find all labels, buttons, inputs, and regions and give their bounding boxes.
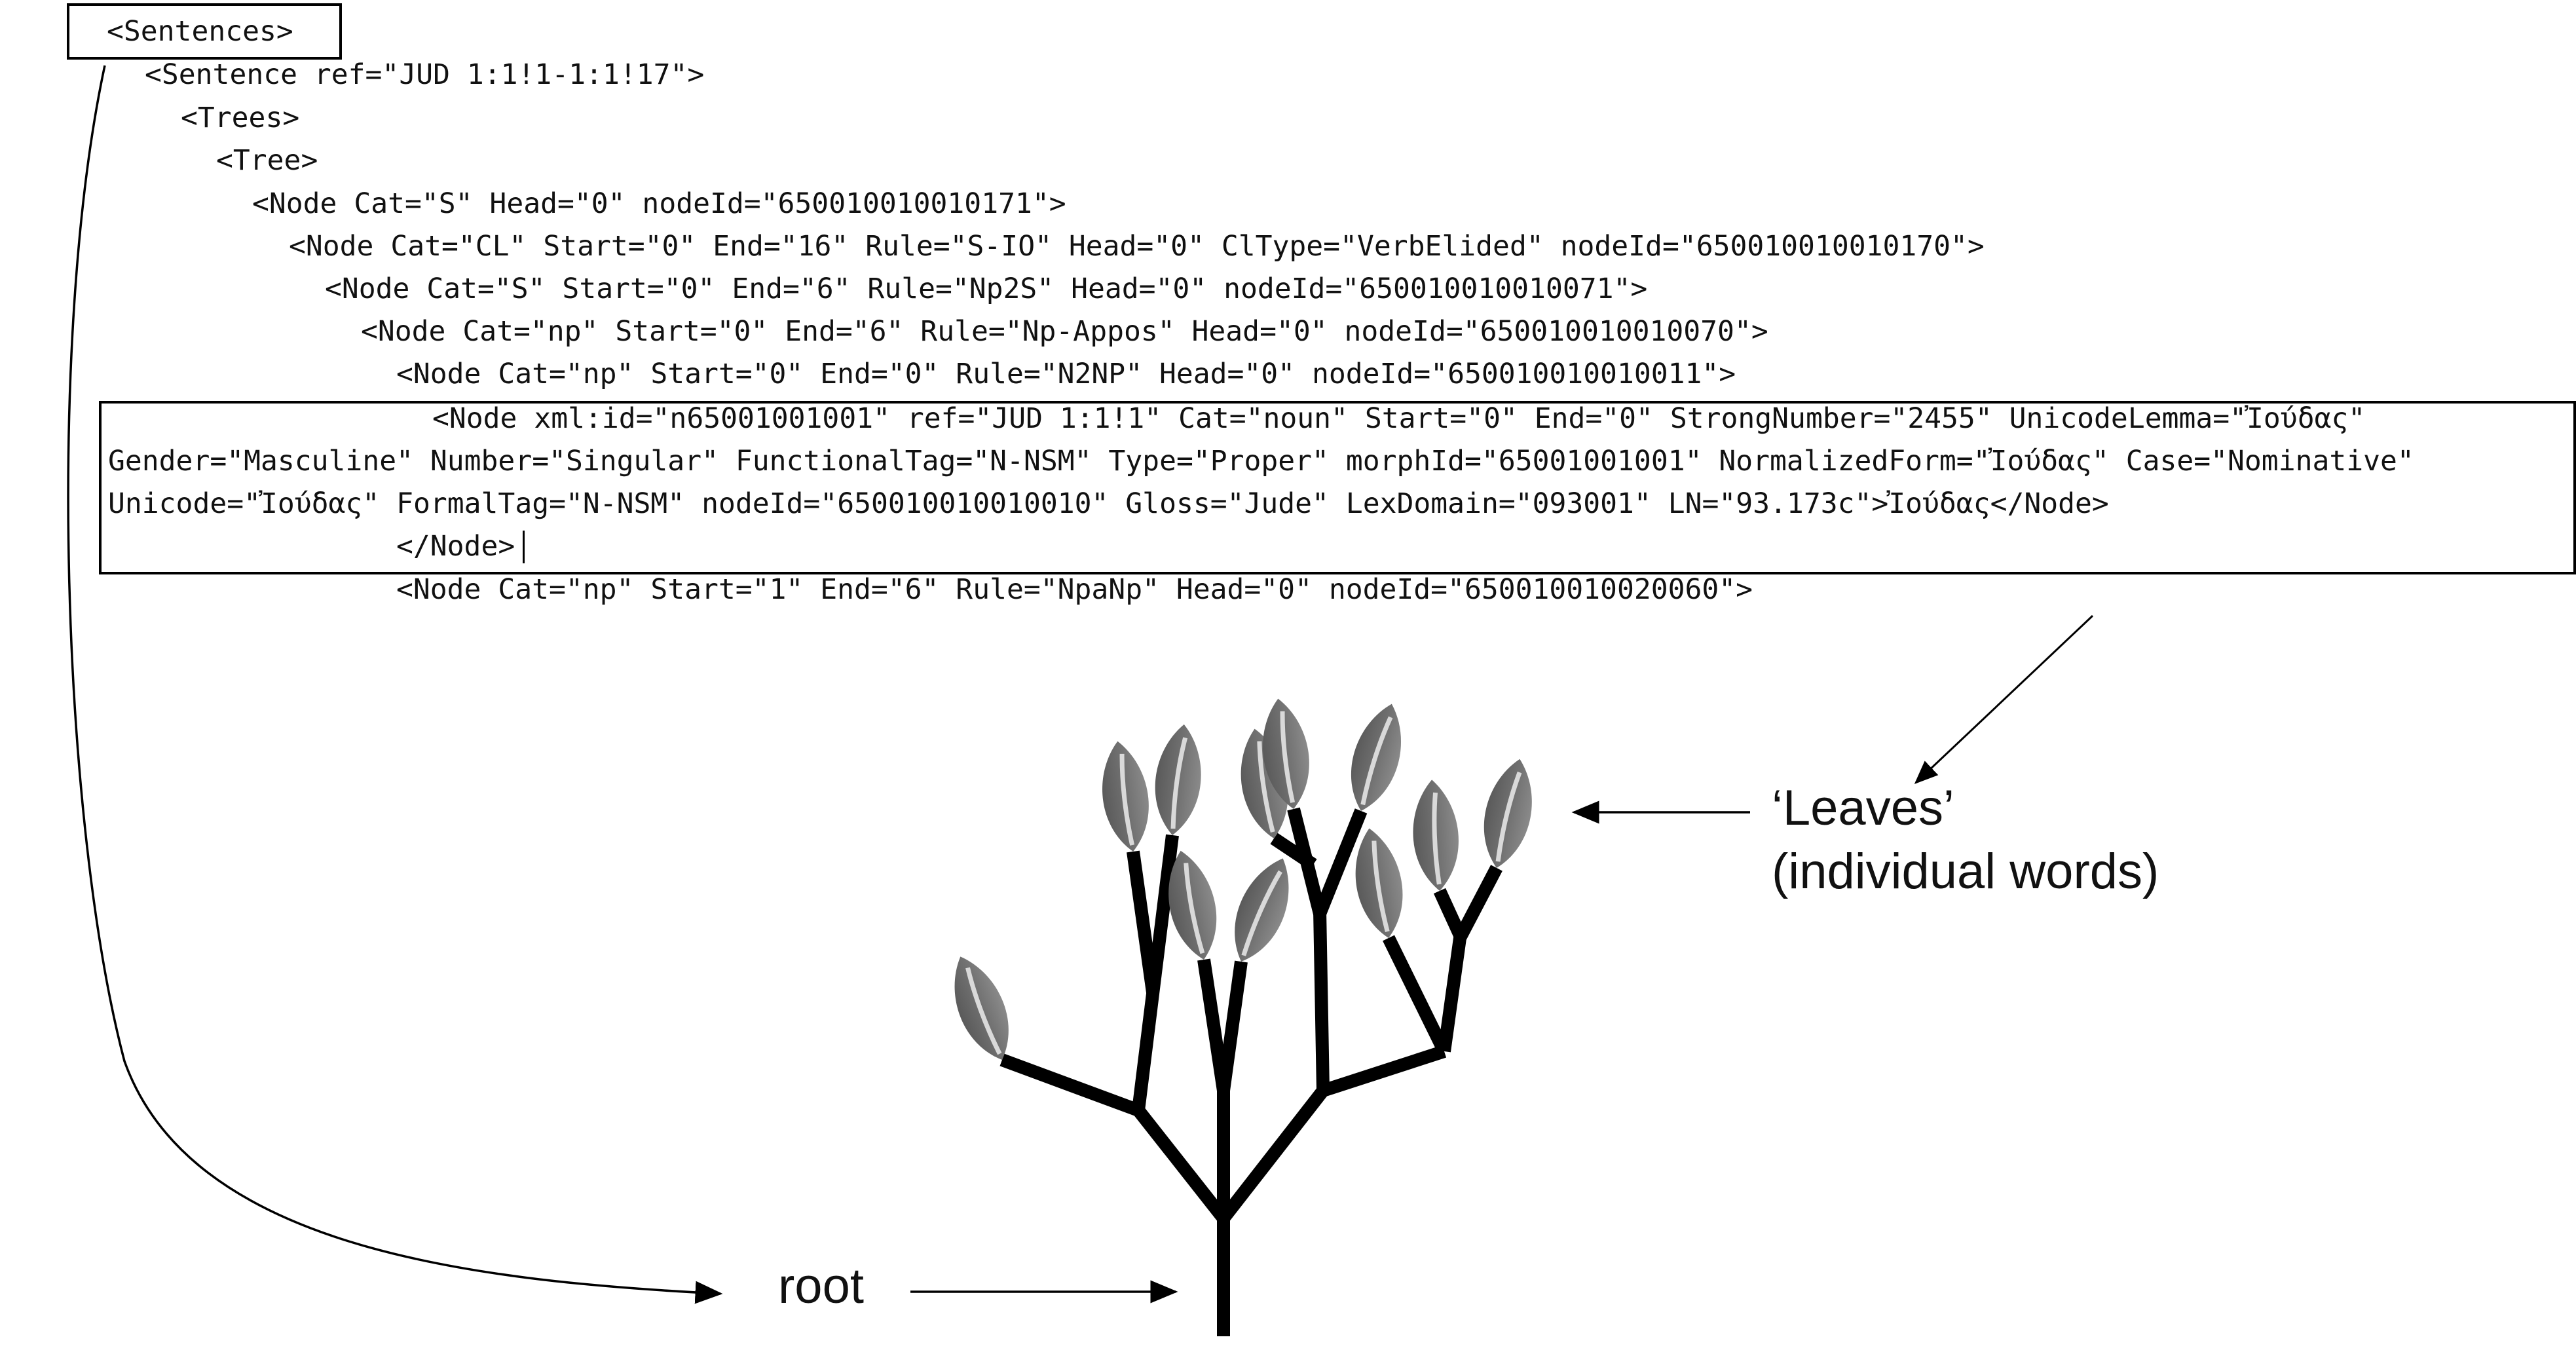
leaf-icon xyxy=(1235,858,1289,962)
tree-illustration-icon xyxy=(999,807,1503,1336)
xml-line-node-np-appos: <Node Cat="np" Start="0" End="6" Rule="N… xyxy=(361,315,1768,348)
xml-line-tree: <Tree> xyxy=(216,144,318,177)
leaf-node-box xyxy=(99,401,2576,574)
sentences-to-root-arrow xyxy=(67,65,723,1304)
leaf-icon xyxy=(1355,828,1403,938)
leaf-icon xyxy=(954,956,1009,1060)
leaves-sublabel: (individual words) xyxy=(1772,844,2159,899)
leaves-label: ‘Leaves’ xyxy=(1772,780,1954,836)
text-cursor xyxy=(523,531,525,563)
leaf-node-line-3: Unicode="Ἰούδας" FormalTag="N-NSM" nodeI… xyxy=(108,487,2109,520)
leaf-node-line-2: Gender="Masculine" Number="Singular" Fun… xyxy=(108,445,2414,478)
xml-line-sentence: <Sentence ref="JUD 1:1!1-1:1!17"> xyxy=(145,58,705,91)
xml-line-node-cl: <Node Cat="CL" Start="0" End="16" Rule="… xyxy=(289,230,1985,263)
leaf-node-line-1: <Node xml:id="n65001001001" ref="JUD 1:1… xyxy=(432,402,2366,435)
leaf-icon xyxy=(1155,724,1201,835)
leaf-icon xyxy=(1168,850,1217,960)
xml-line-node-s-root: <Node Cat="S" Head="0" nodeId="650010010… xyxy=(252,187,1066,220)
xml-line-trees: <Trees> xyxy=(181,102,300,134)
leafnode-to-leaves-arrow xyxy=(1914,614,2094,785)
xml-line-node-np-npanp: <Node Cat="np" Start="1" End="6" Rule="N… xyxy=(396,573,1753,606)
root-label: root xyxy=(778,1258,864,1314)
xml-line-node-np-n2np: <Node Cat="np" Start="0" End="0" Rule="N… xyxy=(396,358,1736,390)
tree-leaves xyxy=(954,698,1532,1060)
sentences-tag: <Sentences> xyxy=(107,15,293,48)
leaf-node-close: </Node> xyxy=(396,530,515,563)
leaf-icon xyxy=(1263,698,1309,809)
sentences-tag-box xyxy=(67,3,342,60)
leaf-icon xyxy=(1102,741,1149,852)
leaf-icon xyxy=(1484,759,1532,868)
leaf-icon xyxy=(1413,779,1459,891)
xml-line-node-s: <Node Cat="S" Start="0" End="6" Rule="Np… xyxy=(325,272,1648,305)
leaf-icon xyxy=(1351,704,1402,811)
